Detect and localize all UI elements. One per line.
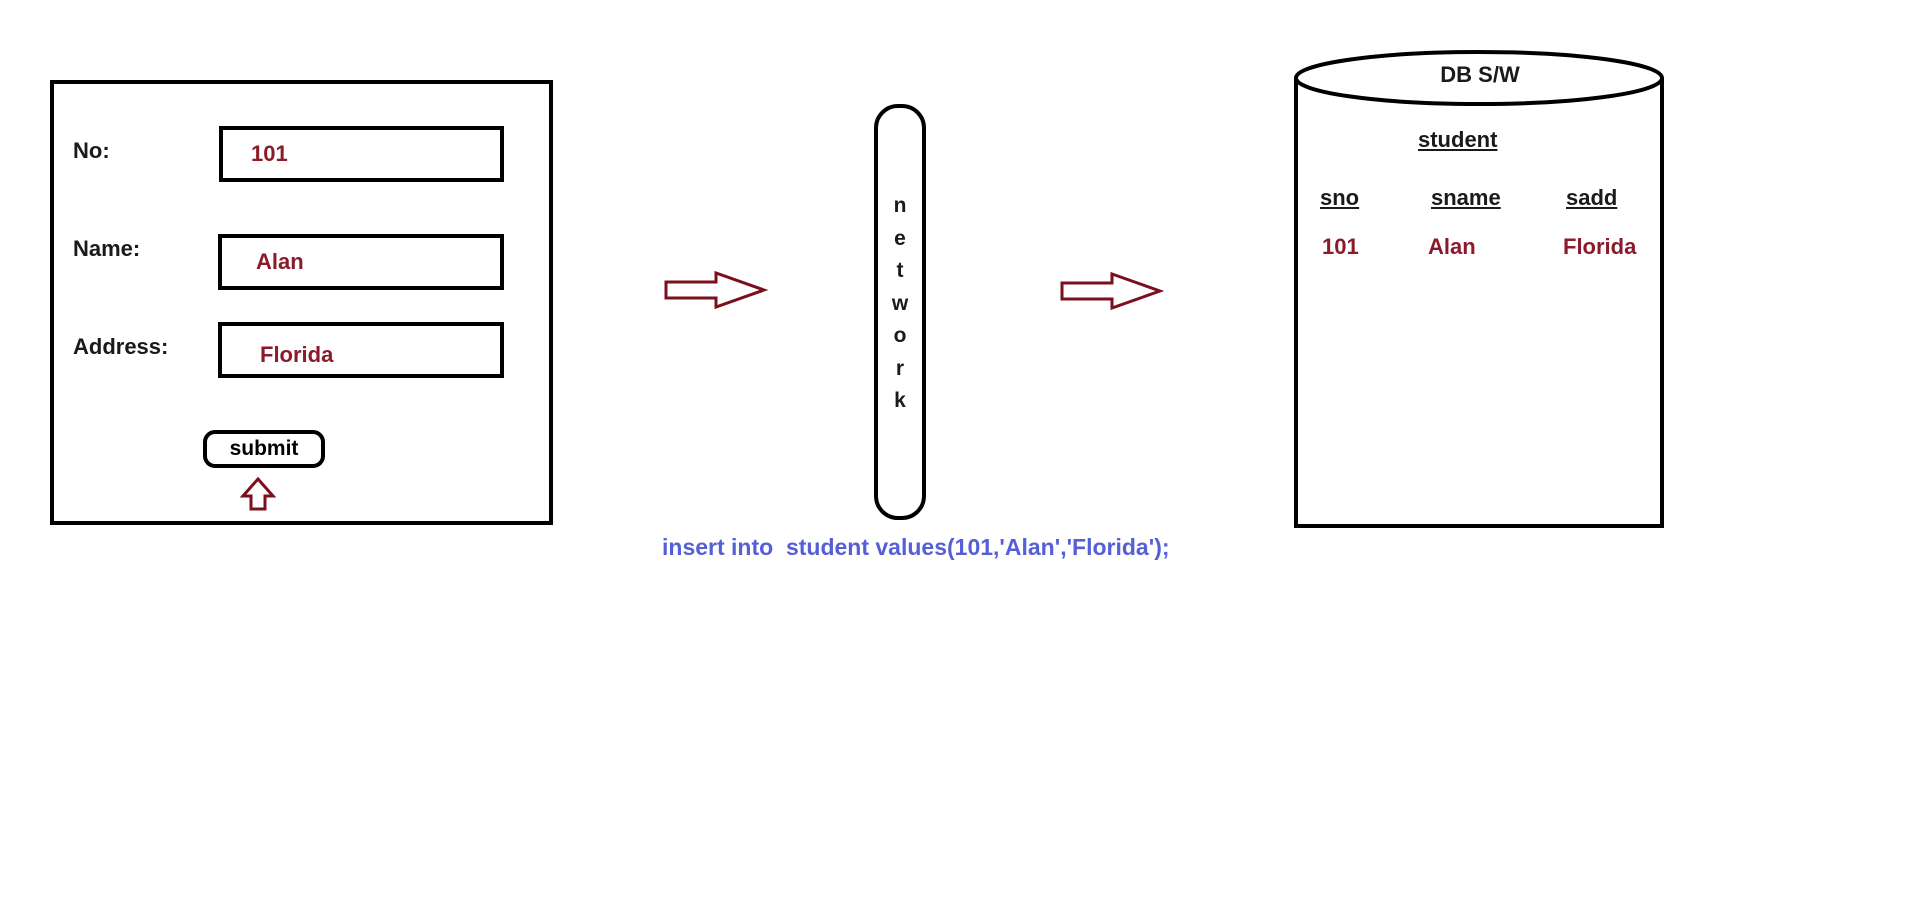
table-name: student	[1418, 127, 1498, 152]
network-letter: k	[894, 389, 906, 412]
input-form	[50, 80, 553, 525]
network-letter: w	[891, 291, 909, 315]
no-label: No:	[73, 138, 110, 163]
table-cell: 101	[1322, 234, 1359, 259]
no-field-value: 101	[251, 141, 288, 166]
right-arrow-icon	[1060, 271, 1164, 311]
database-cylinder	[1294, 50, 1664, 528]
table-cell: Florida	[1563, 234, 1637, 259]
name-label: Name:	[73, 236, 141, 261]
up-arrow-icon	[240, 476, 276, 511]
network-letter: n	[893, 194, 907, 217]
network-letter: r	[895, 356, 905, 380]
name-field[interactable]: Alan	[218, 234, 504, 290]
table-cell: Alan	[1428, 234, 1476, 259]
right-arrow-icon	[664, 270, 768, 310]
column-header: sname	[1431, 185, 1501, 210]
column-header: sno	[1320, 185, 1360, 210]
no-field[interactable]: 101	[219, 126, 504, 182]
network-letter: o	[893, 324, 907, 347]
column-header: sadd	[1566, 185, 1618, 210]
network-letter: t	[896, 259, 904, 282]
name-field-value: Alan	[256, 249, 304, 274]
network-letter: e	[894, 226, 906, 250]
database-title: DB S/W	[1440, 62, 1520, 87]
network-channel: n e t w o r k	[874, 104, 926, 520]
address-label: Address:	[73, 334, 169, 359]
sql-statement: insert into student values(101,'Alan','F…	[662, 534, 1170, 560]
address-field[interactable]: Florida	[218, 322, 504, 378]
address-field-value: Florida	[260, 342, 334, 367]
submit-button[interactable]: submit	[203, 430, 325, 468]
